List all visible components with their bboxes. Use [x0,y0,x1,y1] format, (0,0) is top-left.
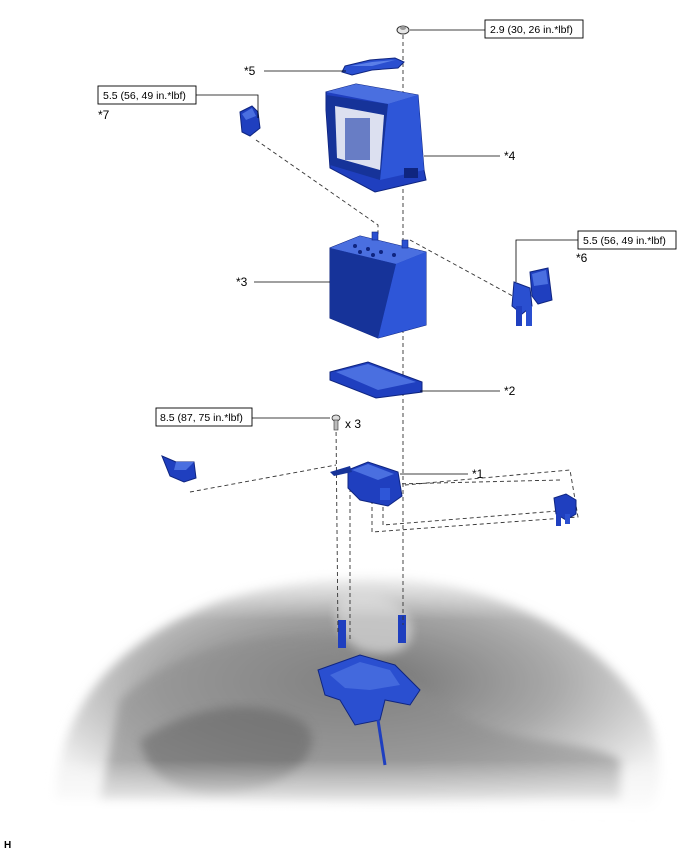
callout-7: *7 [98,108,110,122]
battery-carrier-installed [317,615,421,766]
torque-spec-top-nut: 2.9 (30, 26 in.*lbf) [484,19,584,39]
bolt-icon [331,414,341,431]
callout-6: *6 [576,251,588,265]
callout-4: *4 [504,149,516,163]
svg-text:5.5 (56, 49 in.*lbf): 5.5 (56, 49 in.*lbf) [583,235,666,247]
svg-text:5.5 (56, 49 in.*lbf): 5.5 (56, 49 in.*lbf) [103,90,186,102]
bolt-quantity: x 3 [345,417,361,431]
callout-2: *2 [504,384,516,398]
battery-clamp-bracket [341,57,405,76]
callout-leader-lines [196,29,580,475]
battery [329,231,427,339]
torque-spec-tray-bolt: 8.5 (87, 75 in.*lbf) [155,407,253,427]
wire-harness-connector-right [553,493,577,526]
torque-spec-left-clamp: 5.5 (56, 49 in.*lbf) [97,85,197,105]
callout-1: *1 [472,467,484,481]
battery-cover [325,83,427,193]
fuse-block [330,461,403,507]
positive-terminal-clamp [511,267,553,326]
wire-harness-connector-left [161,455,197,483]
svg-text:2.9 (30, 26 in.*lbf): 2.9 (30, 26 in.*lbf) [490,24,573,36]
negative-terminal-clamp [239,105,261,137]
callout-5: *5 [244,64,256,78]
figure-code: H [4,840,11,851]
svg-text:8.5 (87, 75 in.*lbf): 8.5 (87, 75 in.*lbf) [160,412,243,424]
nut-icon [396,25,410,35]
torque-spec-right-clamp: 5.5 (56, 49 in.*lbf) [577,230,677,250]
battery-tray [329,361,423,399]
callout-3: *3 [236,275,248,289]
